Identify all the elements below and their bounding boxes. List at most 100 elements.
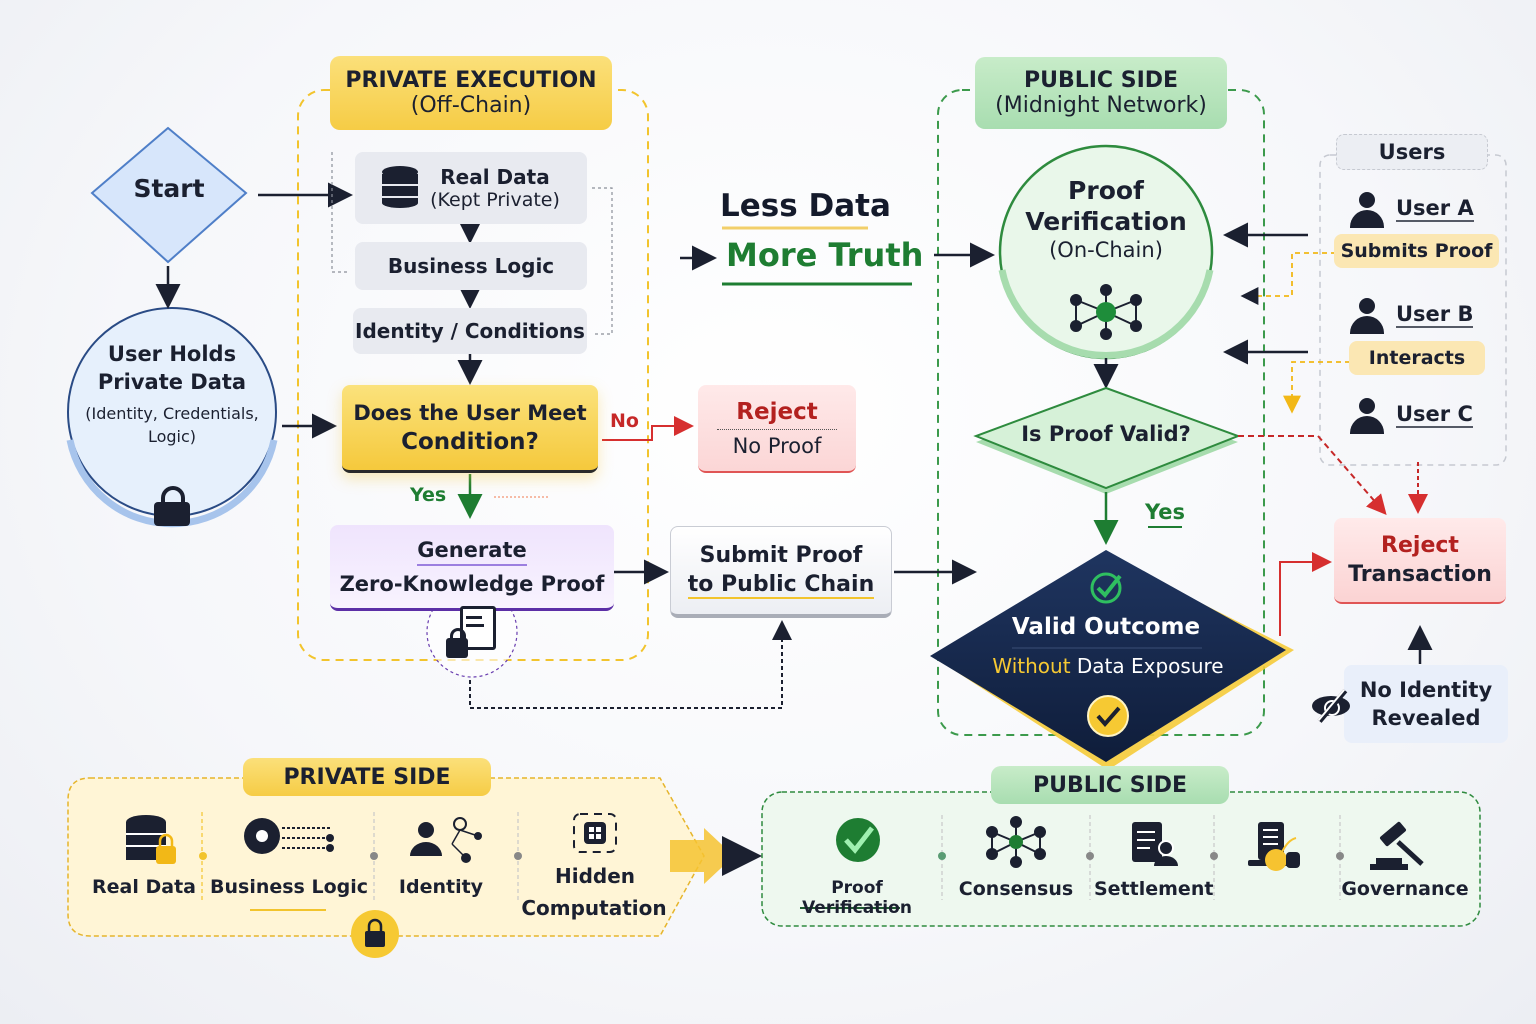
condition-decision-box[interactable]: Does the User Meet Condition? bbox=[342, 385, 598, 473]
user-icon bbox=[1350, 398, 1384, 434]
eye-slash-icon bbox=[1310, 689, 1354, 723]
reject-transaction-line2: Transaction bbox=[1348, 562, 1492, 587]
hidden-computation-icon bbox=[573, 813, 617, 853]
reject-title: Reject bbox=[736, 398, 818, 425]
user-b-name: User B bbox=[1396, 302, 1474, 328]
strip-identity: Identity bbox=[398, 876, 484, 898]
identity-conditions-box[interactable]: Identity / Conditions bbox=[353, 308, 587, 354]
check-badge-icon bbox=[1087, 695, 1129, 737]
consensus-network-icon bbox=[986, 816, 1046, 868]
generate-line1: Generate bbox=[417, 538, 527, 566]
no-label: No bbox=[610, 410, 639, 432]
verification-text: Proof Verification (On-Chain) bbox=[1006, 176, 1206, 262]
outcome-line2: Without Data Exposure bbox=[960, 654, 1256, 678]
no-identity-line2: Revealed bbox=[1371, 706, 1481, 730]
is-proof-valid-diamond[interactable] bbox=[973, 386, 1241, 490]
user-c-name: User C bbox=[1396, 402, 1473, 428]
yes-label: Yes bbox=[410, 484, 447, 506]
interacts-label: Interacts bbox=[1368, 347, 1466, 369]
submits-proof-tag: Submits Proof bbox=[1334, 234, 1499, 268]
reject-transaction-box[interactable]: Reject Transaction bbox=[1334, 518, 1506, 604]
gear-logic-icon bbox=[244, 818, 334, 854]
strip-governance: Governance bbox=[1341, 878, 1469, 900]
reject-subtitle: No Proof bbox=[732, 433, 822, 458]
strip-settlement: Settlement bbox=[1094, 878, 1214, 900]
no-identity-line1: No Identity bbox=[1359, 678, 1493, 702]
strip-real-data: Real Data bbox=[92, 876, 196, 898]
verified-check-icon bbox=[836, 818, 880, 862]
lock-icon bbox=[154, 486, 190, 526]
proof-document-lock-icon bbox=[446, 606, 496, 658]
reject-no-proof-box[interactable]: Reject No Proof bbox=[698, 385, 856, 473]
database-lock-icon bbox=[126, 815, 176, 864]
verification-line1: Proof bbox=[1068, 176, 1144, 205]
public-side-subtitle: (Midnight Network) bbox=[995, 93, 1207, 118]
user-a-name: User A bbox=[1396, 196, 1474, 222]
arrow-invalid-to-reject bbox=[1238, 435, 1387, 516]
public-side-strip-header: PUBLIC SIDE bbox=[991, 766, 1229, 804]
network-icon bbox=[1070, 284, 1142, 340]
lock-badge-icon bbox=[351, 910, 399, 958]
real-data-title: Real Data bbox=[440, 165, 550, 189]
private-execution-header: PRIVATE EXECUTION (Off-Chain) bbox=[330, 56, 612, 130]
strip-proof-verification: Proof Verification bbox=[802, 878, 912, 918]
user-icon bbox=[1350, 298, 1384, 334]
public-side-strip-title: PUBLIC SIDE bbox=[1032, 772, 1188, 798]
users-title: Users bbox=[1378, 140, 1446, 164]
start-diamond[interactable] bbox=[90, 126, 248, 264]
submit-line2: to Public Chain bbox=[687, 571, 875, 599]
interacts-tag: Interacts bbox=[1349, 341, 1485, 375]
database-icon bbox=[382, 166, 419, 210]
business-logic-label: Business Logic bbox=[387, 254, 555, 278]
reject-transaction-line1: Reject bbox=[1381, 533, 1459, 558]
outcome-rest: Data Exposure bbox=[1070, 654, 1224, 678]
outcome-highlight: Without bbox=[992, 654, 1071, 678]
slogan-less-data: Less Data bbox=[720, 188, 891, 224]
strip-business-logic: Business Logic bbox=[210, 876, 369, 898]
condition-line1: Does the User Meet bbox=[353, 400, 587, 425]
public-side-title: PUBLIC SIDE bbox=[1023, 68, 1179, 93]
strip-consensus: Consensus bbox=[958, 878, 1074, 900]
verification-line3: (On-Chain) bbox=[1049, 238, 1163, 262]
private-side-strip-header: PRIVATE SIDE bbox=[243, 758, 491, 796]
outcome-line1: Valid Outcome bbox=[1011, 614, 1201, 640]
private-side-strip-title: PRIVATE SIDE bbox=[283, 764, 451, 790]
no-identity-box: No Identity Revealed bbox=[1344, 665, 1508, 743]
arrow-no-to-reject bbox=[602, 416, 694, 441]
user-holds-line2: Private Data bbox=[97, 370, 247, 394]
submit-line1: Submit Proof bbox=[699, 542, 863, 568]
is-proof-valid-label: Is Proof Valid? bbox=[1021, 422, 1191, 446]
user-holds-line1: User Holds bbox=[107, 342, 237, 366]
arrow-proof-loop bbox=[469, 620, 792, 709]
strip-hidden: Hidden bbox=[554, 864, 636, 888]
user-holds-line4: Logic) bbox=[147, 427, 197, 446]
slogan-more-truth: More Truth bbox=[726, 236, 924, 274]
real-data-box[interactable]: Real Data (Kept Private) bbox=[355, 152, 587, 224]
generate-line2: Zero-Knowledge Proof bbox=[339, 571, 605, 596]
user-icon bbox=[1350, 192, 1384, 228]
private-execution-title: PRIVATE EXECUTION bbox=[345, 68, 597, 93]
settlement-document-icon bbox=[1132, 822, 1178, 866]
check-circle-icon bbox=[1090, 572, 1122, 604]
users-header: Users bbox=[1336, 134, 1488, 170]
token-settlement-icon bbox=[1248, 822, 1300, 871]
submits-proof-label: Submits Proof bbox=[1340, 240, 1493, 262]
private-side-strip-shape bbox=[67, 777, 705, 937]
public-yes-label: Yes bbox=[1145, 500, 1186, 524]
verification-line2: Verification bbox=[1025, 207, 1187, 236]
valid-outcome-diamond[interactable] bbox=[930, 550, 1286, 762]
business-logic-box[interactable]: Business Logic bbox=[355, 242, 587, 290]
real-data-subtitle: (Kept Private) bbox=[430, 189, 560, 211]
user-holds-line3: (Identity, Credentials, bbox=[85, 404, 259, 423]
submit-proof-box[interactable]: Submit Proof to Public Chain bbox=[670, 526, 892, 618]
gavel-icon bbox=[1370, 821, 1424, 870]
private-execution-subtitle: (Off-Chain) bbox=[410, 93, 532, 118]
generate-zk-proof-box[interactable]: Generate Zero-Knowledge Proof bbox=[330, 525, 614, 611]
identity-network-icon bbox=[410, 817, 482, 863]
condition-line2: Condition? bbox=[401, 428, 539, 455]
user-holds-text: User Holds Private Data (Identity, Crede… bbox=[72, 342, 272, 446]
start-label: Start bbox=[133, 174, 205, 203]
strip-computation: Computation bbox=[521, 896, 667, 920]
reject-divider bbox=[717, 428, 837, 430]
